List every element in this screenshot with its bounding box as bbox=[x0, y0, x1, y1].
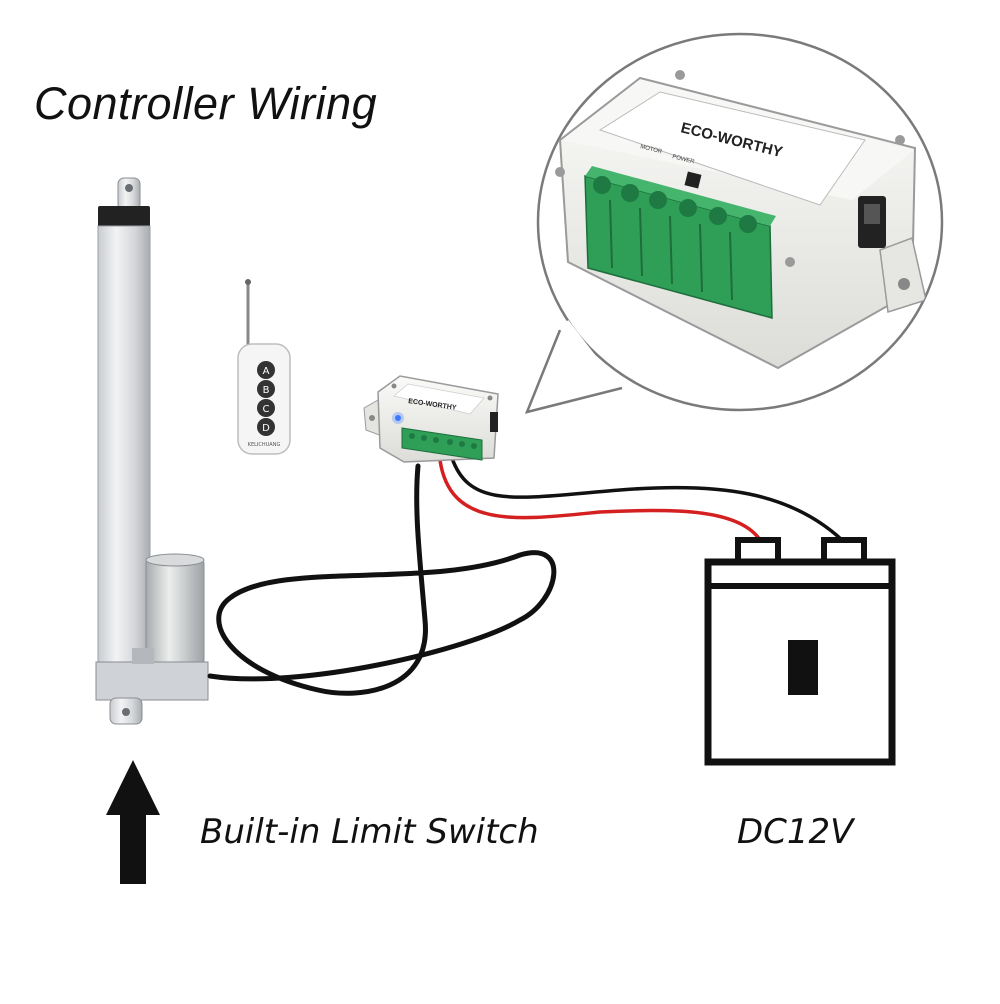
controller-module: ECO-WORTHY bbox=[363, 375, 499, 463]
arrow-up-icon bbox=[106, 760, 160, 884]
battery-indicator-icon bbox=[788, 640, 818, 695]
controller-zoomed-motor-label: MOTOR bbox=[640, 144, 664, 155]
remote-button-d-label: D bbox=[262, 423, 270, 434]
limit-switch-caption: Built-in Limit Switch bbox=[200, 812, 539, 852]
remote-brand: KELICHUANG bbox=[248, 442, 281, 448]
wires bbox=[207, 456, 844, 696]
page-title: Controller Wiring bbox=[34, 78, 378, 129]
power-caption: DC12V bbox=[737, 812, 854, 852]
terminal-block-zoomed bbox=[584, 166, 776, 319]
remote-button-a-label: A bbox=[263, 366, 270, 377]
controller-zoomed-power-label: POWER bbox=[672, 154, 696, 165]
controller-zoomed: ECO-WORTHY MOTOR POWER bbox=[555, 70, 927, 370]
battery bbox=[704, 537, 896, 766]
remote-control: A B C D KELICHUANG bbox=[237, 279, 291, 455]
remote-button-b-label: B bbox=[263, 385, 270, 396]
linear-actuator bbox=[95, 177, 209, 725]
remote-button-c-label: C bbox=[263, 404, 270, 415]
